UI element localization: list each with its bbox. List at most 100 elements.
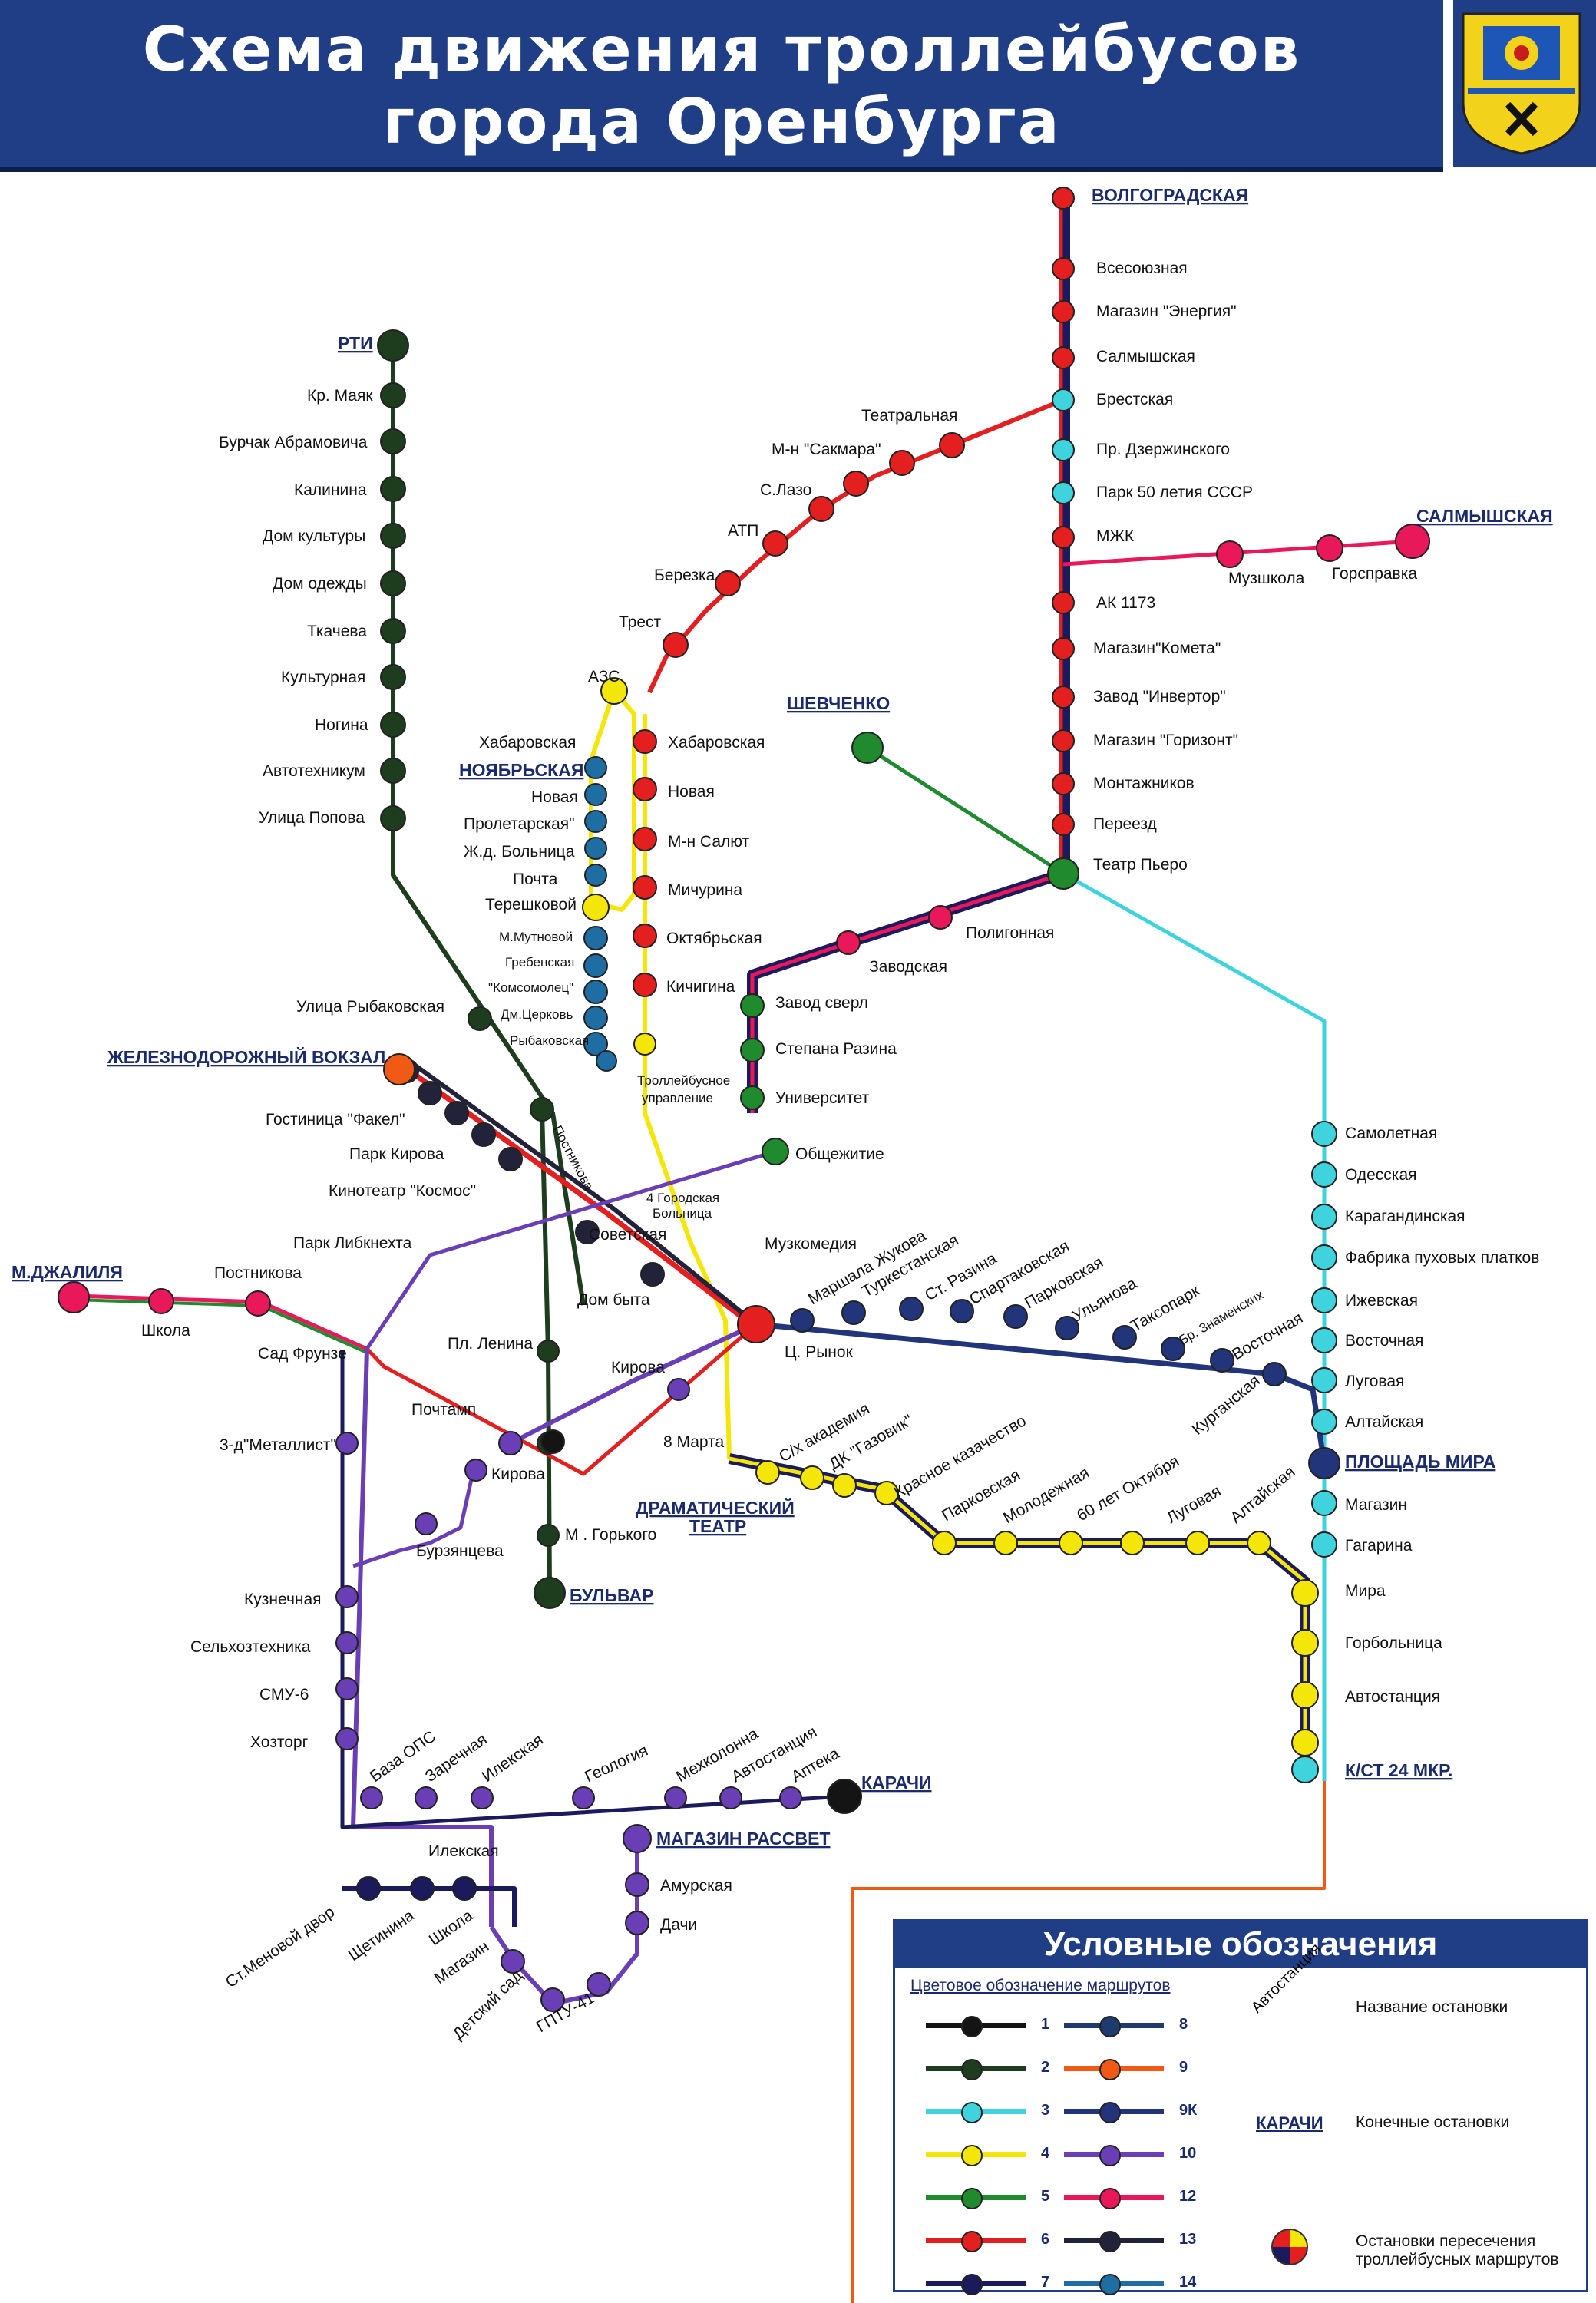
stop-trolleybus-upr2: управление [642,1091,713,1105]
route-6-stop [808,496,834,522]
stop-gorspravka: Горсправка [1332,565,1417,583]
sw-stop [335,1727,359,1750]
stop-ilekskaya-d: Илекская [479,1731,547,1786]
legend-route-6: 6 [926,2225,1102,2255]
stop-kulturnaya: Культурная [281,669,365,686]
legend-route-4: 4 [926,2139,1102,2169]
ts-rynok-hub [737,1305,775,1343]
stop-karagandinskaya: Карагандинская [1345,1208,1465,1225]
route-2-stop [468,1006,492,1031]
stop-khabarovskaya-l: Хабаровская [479,734,576,752]
route-14-stop [596,1050,617,1072]
vertical-stop [1052,772,1075,795]
stop-mira: Мира [1345,1582,1386,1600]
stop-berezka: Березка [654,567,715,584]
stop-8-marta: 8 Марта [663,1433,725,1451]
route-4-stop [633,1033,656,1056]
stop-park-50: Парк 50 летия СССР [1096,484,1253,501]
sw-stop [464,1459,487,1482]
route-10-line [352,1458,478,1568]
stop-nogina: Ногина [315,716,368,734]
stop-avtostantsiya-e: Автостанция [1345,1688,1440,1706]
terminal-rti: РТИ [338,333,373,353]
route-3-stop [1311,1409,1337,1435]
stop-gor-bolnitsa2: Больница [653,1206,712,1221]
sw-stop [415,1512,438,1535]
se-stop [755,1460,780,1485]
dzhalilya-stop [245,1290,271,1317]
stop-pochta: Почта [513,871,558,888]
pl-lenina-stop [540,1429,565,1454]
stop-khoztorg: Хозторг [250,1733,309,1751]
vertical-stop [1052,526,1075,549]
route-14-stop [583,1006,608,1030]
teatr-piero-junction [1047,857,1079,890]
stop-geologiya: Геология [582,1742,650,1786]
stop-dm-tserkov: Дм.Церковь [501,1007,573,1022]
route-2-stop [380,570,406,596]
stop-proletarskaya: Пролетарская" [464,815,575,833]
stop-novaya-l: Новая [531,788,578,806]
pochtamp-stop [498,1431,523,1455]
stop-kirova-c: Кирова [611,1359,665,1376]
route-14-stop [584,810,607,833]
ne-stop [836,930,861,955]
sw-stop [335,1677,359,1700]
east-stop [1003,1304,1028,1329]
loop-stop [587,1972,611,1997]
route-14-stop [584,837,607,860]
route-10-line [351,1348,494,1927]
stop-muzshkola: Музшкола [1228,570,1305,587]
intersection-stop-icon [1271,2229,1308,2265]
stop-kinoteatr-kosmos: Кинотеатр "Космос" [329,1182,476,1200]
route-2-stop [380,476,406,502]
route-2-terminal [534,1577,566,1609]
route-10-line [365,1149,776,1350]
ploshchad-mira-stop [1308,1447,1340,1479]
terminal-dramteatr2: ТЕАТР [689,1516,746,1536]
stop-magazin-gorizont: Магазин "Горизонт" [1093,732,1238,749]
loop-stop [625,1872,649,1897]
route-2-stop [530,1097,554,1122]
south-stop [664,1786,687,1809]
sw-stop [335,1585,359,1608]
route-14-stop [583,926,608,950]
route-3-stop [1311,1287,1337,1313]
stop-ilekskaya: Илекская [428,1842,499,1860]
route-9-line [851,1781,1326,2303]
east-stop [950,1299,974,1323]
stop-ts-rynok: Ц. Рынок [785,1343,854,1361]
east-stop [1210,1348,1234,1373]
route-2-stop [380,805,406,831]
se-stop [993,1531,1018,1555]
south-stop [360,1786,383,1809]
se-stop [1120,1531,1145,1555]
route-14-stop [583,1032,608,1056]
coat-of-arms-icon [1462,12,1581,155]
route-6-stop [633,729,657,754]
stop-fabrika: Фабрика пуховых платков [1345,1249,1539,1267]
stop-pochtamp: Почтамп [411,1401,476,1419]
se-stop [832,1473,857,1498]
stop-izhevskaya: Ижевская [1345,1292,1418,1310]
stop-dom-kultury: Дом культуры [263,527,365,545]
center-stop [498,1147,523,1171]
stop-kalinina: Калинина [294,481,367,499]
route-14-stop [584,864,607,887]
route-2-stop [380,523,406,549]
loop-stop [625,1911,649,1935]
map-title-line1: Схема движения троллейбусов [142,14,1301,85]
route-4-stop [600,677,628,705]
coat-of-arms-panel [1453,0,1596,167]
vertical-stop [1052,686,1075,709]
stop-m-mutnovoy: М.Мутновой [499,930,573,944]
east-stop [1112,1325,1137,1350]
route-3-stop [1311,1244,1337,1270]
se-stop [800,1465,824,1490]
vertical-stop [1052,813,1075,836]
route-14-stop [583,980,608,1004]
legend-terminal-example: КАРАЧИ [1256,2113,1323,2133]
stop-postnikova-diag: Постникова [550,1123,596,1193]
route-6-stop [715,570,741,596]
